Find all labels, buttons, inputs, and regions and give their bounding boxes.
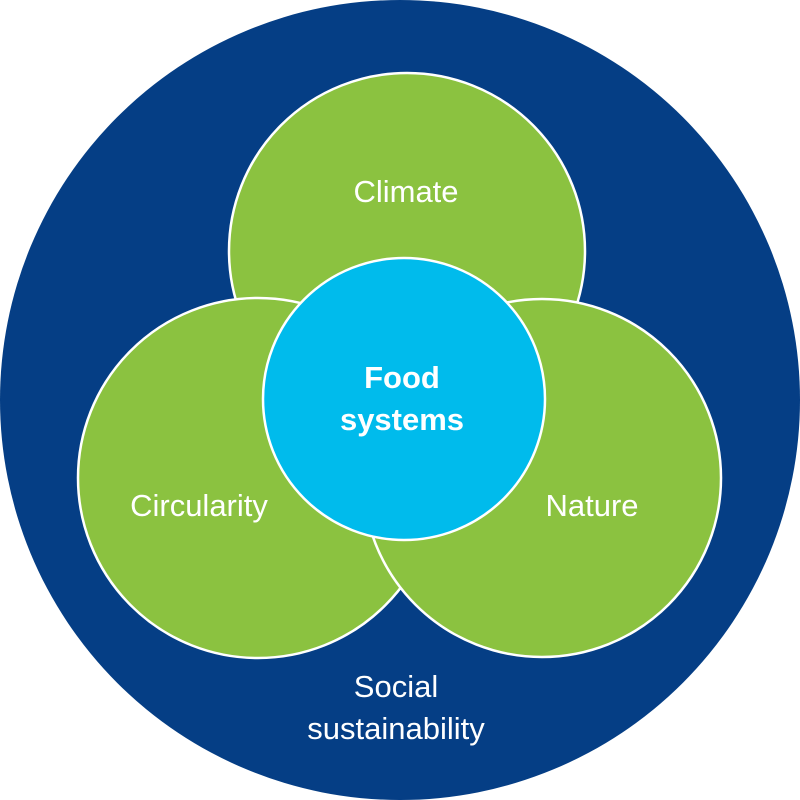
label-circularity: Circularity xyxy=(130,488,268,523)
label-social: Social xyxy=(354,669,438,704)
circle-food-systems xyxy=(261,256,547,542)
label-systems: systems xyxy=(340,402,464,437)
label-climate: Climate xyxy=(353,174,458,209)
label-sustainability: sustainability xyxy=(307,711,485,746)
label-food: Food xyxy=(364,360,440,395)
label-nature: Nature xyxy=(545,488,638,523)
